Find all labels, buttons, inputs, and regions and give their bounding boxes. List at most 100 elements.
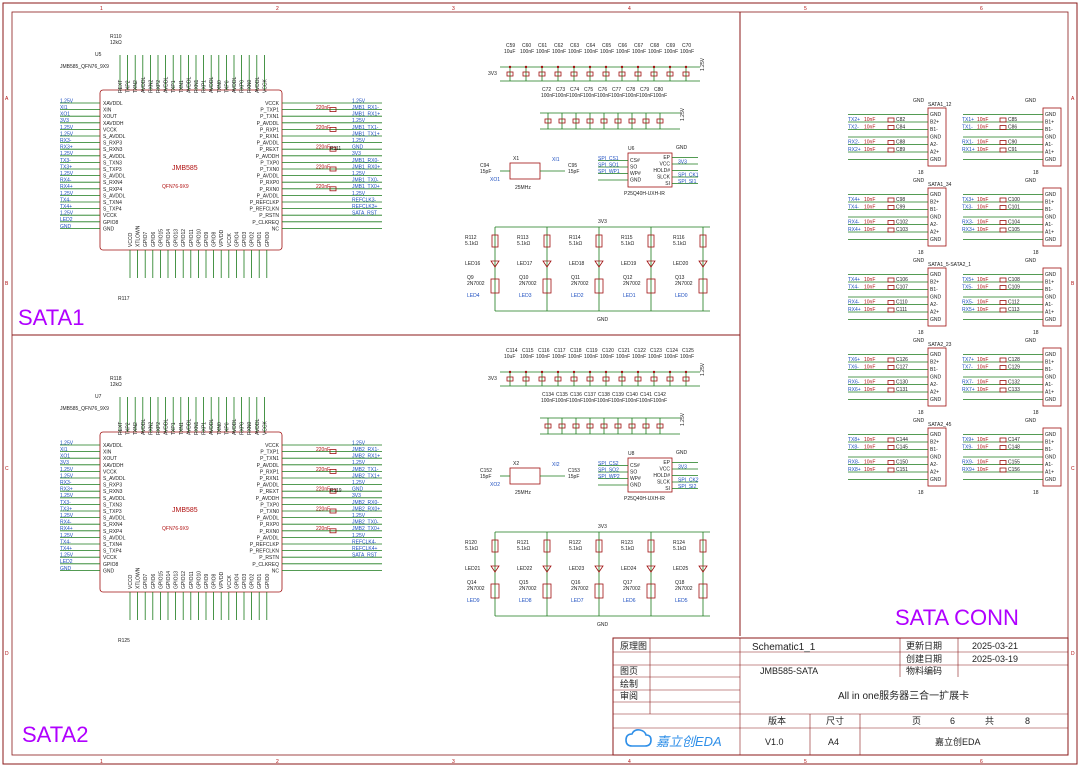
crystal-load-cap-value: 15pF: [568, 169, 579, 175]
decoupling-cap-value: 100nF: [616, 49, 630, 55]
led-net-label: LED7: [571, 598, 584, 604]
led-resistor: [543, 234, 551, 248]
net-label-125: 1.25V: [700, 362, 706, 376]
title-block: 原理图 图页 绘制 审阅 Schematic1_1 JMB585-SATA 更新…: [612, 637, 1069, 756]
ac-coupling-cap: [887, 307, 895, 313]
chip-pin-name: TXP1: [171, 80, 177, 93]
net-label-gnd: GND: [913, 258, 925, 264]
decoupling-cap-label: C72: [542, 87, 551, 93]
decoupling-cap-label: C142: [654, 392, 666, 398]
series-cap-value: 220nF: [316, 125, 330, 131]
spi-flash-pin: SI: [665, 486, 670, 492]
sata-net-label: RX4+: [848, 307, 861, 313]
ac-cap-label: C155: [1008, 460, 1020, 466]
chip-pin-name: VCCK: [103, 469, 118, 475]
spi-flash-pin: WP#: [630, 171, 641, 177]
tb-label-update: 更新日期: [906, 640, 942, 651]
chip-pin-name: GPIO13: [174, 229, 180, 247]
sata-net-label: RX8-: [848, 460, 860, 466]
spi-flash-pin: EP: [663, 460, 670, 466]
spi-flash-pin: EP: [663, 155, 670, 161]
chip-net-label: 1.25V: [60, 131, 74, 137]
sata-connector-pin: B1-: [930, 367, 938, 373]
sata-connector-pin: A1-: [1045, 142, 1053, 148]
ac-cap-label: C88: [896, 140, 905, 146]
sata-connector-pin: GND: [1045, 135, 1057, 141]
chip-pin-name: S_AVDDL: [103, 535, 126, 541]
ac-cap-label: C148: [1008, 445, 1020, 451]
ac-cap-label: C131: [896, 387, 908, 393]
chip-pin-name: AVDDL: [186, 76, 192, 93]
ac-coupling-cap: [999, 467, 1007, 473]
chip-net-label: REFCLK4-: [352, 539, 377, 545]
chip-net-label: 1.25V: [60, 467, 74, 473]
net-label-125: 1.25V: [700, 57, 706, 71]
net-label-gnd: GND: [1025, 338, 1037, 344]
sata-net-label: RX3+: [962, 227, 975, 233]
chip-pin-name: P_TXP1: [260, 450, 279, 456]
decoupling-cap-label: C64: [586, 43, 595, 49]
decoupling-cap-label: C69: [666, 43, 675, 49]
chip-net-label: GND: [60, 566, 72, 572]
chip-package: QFN76-9X9: [162, 184, 189, 190]
decoupling-cap-label: C77: [612, 87, 621, 93]
series-cap-value: 220nF: [316, 487, 330, 493]
sata-connector-pin: A2+: [930, 470, 939, 476]
tb-create-date: 2025-03-19: [972, 654, 1018, 664]
led-resistor-value: 5.1kΩ: [465, 546, 478, 552]
tb-brand: 嘉立创EDA: [935, 736, 981, 747]
crystal-load-cap-value: 15pF: [568, 474, 579, 480]
chip-pin-name: AVDDL: [209, 418, 215, 435]
chip-pin-name: VCCK: [227, 232, 233, 247]
led-diode-icon: [698, 565, 708, 573]
chip-net-label: 1.25V: [60, 513, 74, 519]
chip-net-label: 1.25V: [60, 171, 74, 177]
sata-net-label: TX7+: [962, 357, 974, 363]
ac-coupling-cap: [999, 300, 1007, 305]
led-label: LED25: [673, 566, 689, 572]
chip-pin-name: GPIO11: [189, 229, 195, 247]
sata-connector-pin: A2+: [930, 230, 939, 236]
led-label: LED16: [465, 261, 481, 267]
sata-net-label: RX6-: [848, 380, 860, 386]
ac-cap-label: C151: [896, 467, 908, 473]
chip-pin-name: S_AVDDL: [103, 193, 126, 199]
tb-size: A4: [828, 737, 839, 747]
sata-connector-pin: B2+: [930, 280, 939, 286]
led-resistor-value: 5.1kΩ: [465, 241, 478, 247]
chip-pin-name: RXP2: [156, 80, 162, 93]
chip-net-label: 3V3: [60, 460, 69, 466]
chip-pin-name: RXN0: [247, 421, 253, 435]
spi-flash-pin: HOLD#: [653, 168, 670, 174]
ac-coupling-cap: [887, 467, 895, 473]
ac-cap-value: 10nF: [864, 437, 875, 443]
junction-dot: [620, 65, 624, 69]
decoupling-capacitor: [650, 71, 658, 77]
chip-pin-name: AVDDL: [255, 418, 261, 435]
decoupling-cap-value: 100nF: [632, 354, 646, 360]
sata-connector-pin: B1-: [930, 207, 938, 213]
spi-net-label: SPI_WP1: [598, 169, 620, 175]
section-label-sata1: SATA1: [18, 305, 84, 330]
ac-coupling-cap: [999, 147, 1007, 153]
decoupling-capacitor: [544, 423, 552, 429]
chip-pin-name: VCCK: [262, 78, 268, 93]
decoupling-cap-value: 100nF: [583, 93, 597, 99]
chip-net-label: TX3-: [60, 500, 71, 506]
tb-version: V1.0: [765, 737, 784, 747]
spi-flash-pin: GND: [630, 483, 642, 489]
decoupling-cap-label: C67: [634, 43, 643, 49]
chip-net-label: GND: [352, 145, 364, 151]
chip-pin-name: GND: [103, 226, 115, 232]
led-diode-icon: [490, 260, 500, 268]
tb-label-review: 审阅: [620, 690, 638, 701]
sata-connector-pin: GND: [930, 237, 942, 243]
ac-coupling-cap: [999, 460, 1007, 465]
chip-pin-name: P_RXP0: [260, 180, 279, 186]
chip-pin-name: TXP2: [126, 422, 132, 435]
sata-connector-pin: GND: [1045, 192, 1057, 198]
ac-cap-value: 10nF: [864, 125, 875, 131]
mosfet-part: 2N7002: [467, 586, 485, 592]
led-resistor: [647, 234, 655, 248]
ac-cap-label: C129: [1008, 365, 1020, 371]
